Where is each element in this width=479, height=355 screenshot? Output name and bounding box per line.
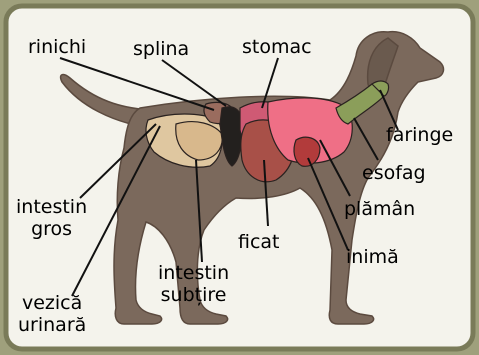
label-esofag: esofag [362,162,426,184]
label-ficat: ficat [238,231,280,253]
label-intestin-subtire-line1: intestin [158,262,229,284]
label-faringe: faringe [386,124,453,146]
label-stomac: stomac [242,36,312,58]
label-inima: inimă [346,246,399,268]
label-rinichi: rinichi [28,36,86,58]
label-intestin-gros-line2: gros [16,218,87,240]
label-vezica-urinara-line1: vezică [18,292,86,314]
label-intestin-gros-line1: intestin [16,196,87,218]
label-vezica-urinara: vezică urinară [18,292,86,336]
label-plaman: plămân [344,198,415,220]
label-intestin-subtire-line2: subțire [158,284,229,306]
label-splina: splina [133,38,189,60]
label-vezica-urinara-line2: urinară [18,314,86,336]
label-intestin-subtire: intestin subțire [158,262,229,306]
label-intestin-gros: intestin gros [16,196,87,240]
